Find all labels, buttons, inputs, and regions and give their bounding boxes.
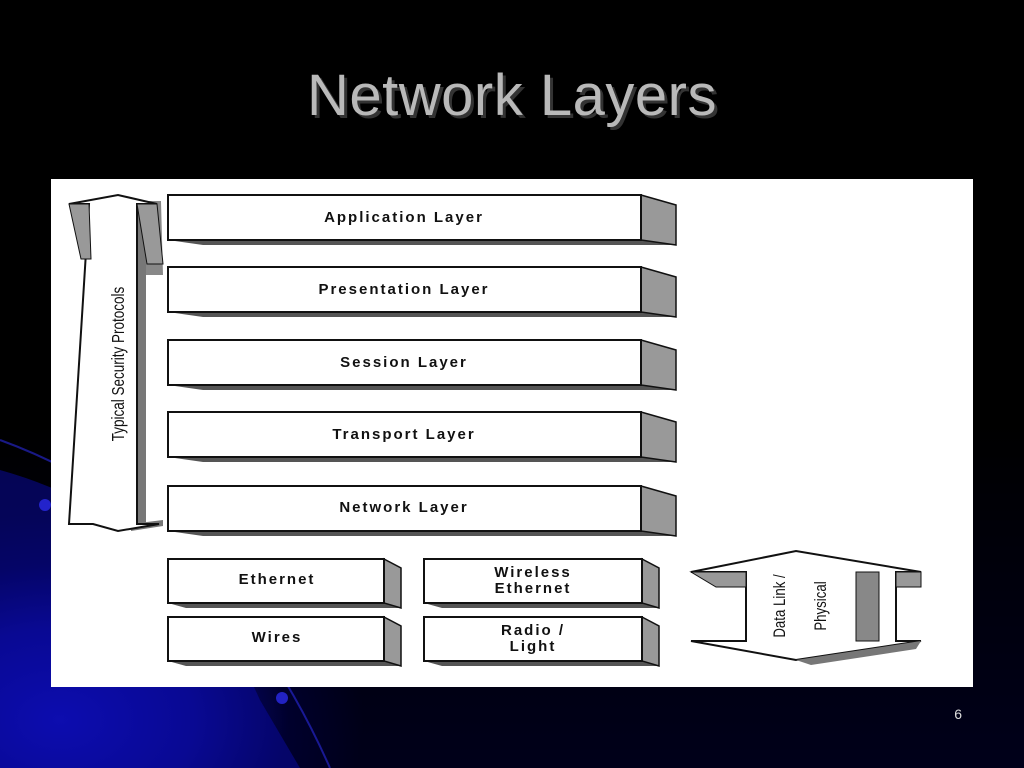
box-label: Ethernet bbox=[239, 571, 316, 588]
box-radio-light: Radio / Light bbox=[423, 615, 660, 668]
layer-transport: Transport Layer bbox=[167, 411, 677, 463]
box-wireless-ethernet: Wireless Ethernet bbox=[423, 557, 660, 610]
layer-network: Network Layer bbox=[167, 485, 677, 537]
layer-label: Session Layer bbox=[340, 354, 468, 371]
box-label: Wires bbox=[252, 629, 303, 646]
security-protocols-arrow: Typical Security Protocols bbox=[67, 193, 164, 533]
layer-label: Presentation Layer bbox=[318, 281, 489, 298]
box-label-line2: Light bbox=[510, 638, 557, 655]
layer-presentation: Presentation Layer bbox=[167, 266, 677, 318]
layer-application: Application Layer bbox=[167, 194, 677, 246]
right-arrow-label-line2: Physical bbox=[812, 581, 831, 630]
box-label-line2: Ethernet bbox=[495, 580, 572, 597]
layer-session: Session Layer bbox=[167, 339, 677, 391]
layer-label: Network Layer bbox=[339, 499, 468, 516]
data-link-physical-arrow: Data Link / Physical bbox=[689, 549, 922, 665]
layer-label: Application Layer bbox=[324, 209, 484, 226]
left-arrow-label: Typical Security Protocols bbox=[109, 287, 128, 441]
layer-label: Transport Layer bbox=[332, 426, 475, 443]
box-label-line1: Radio / bbox=[501, 622, 565, 639]
box-ethernet: Ethernet bbox=[167, 557, 402, 610]
box-label-line1: Wireless bbox=[494, 564, 572, 581]
box-wires: Wires bbox=[167, 615, 402, 668]
diagram-panel: Application Layer Presentation Layer Ses… bbox=[51, 179, 973, 687]
osi-diagram: Application Layer Presentation Layer Ses… bbox=[67, 193, 922, 668]
slide-title: Network Layers bbox=[307, 63, 717, 128]
page-number: 6 bbox=[954, 706, 962, 722]
right-arrow-label-line1: Data Link / bbox=[771, 574, 790, 638]
